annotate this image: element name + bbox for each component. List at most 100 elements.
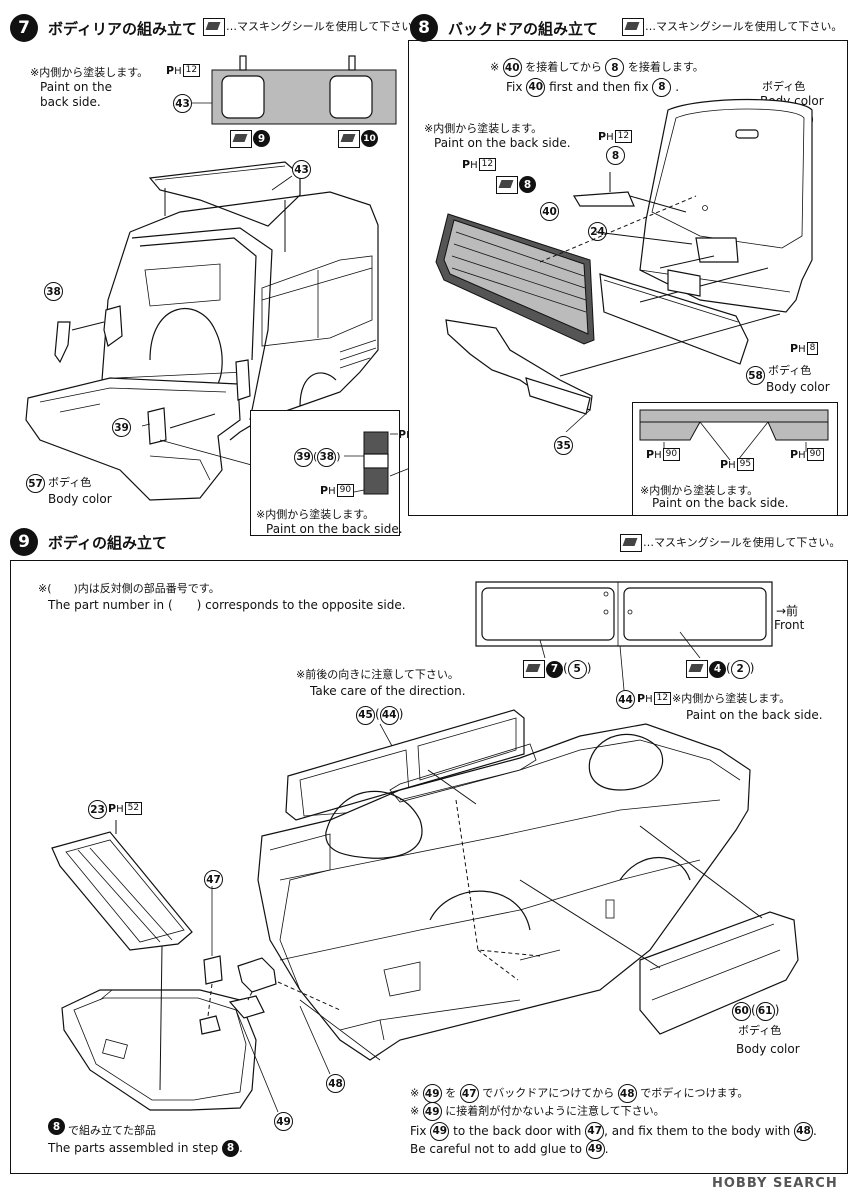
mask-sheet-8: 8 <box>519 176 536 193</box>
part-8-label: 8 <box>606 146 625 165</box>
mask-sheet-5: 5 <box>567 660 587 679</box>
part-24-label: 24 <box>588 222 607 241</box>
step8-note2-en: Paint on the back side. <box>434 136 571 150</box>
part-49-label: 49 <box>274 1112 293 1131</box>
step9-number: 9 <box>10 528 38 556</box>
part-60-label: 60 <box>732 1002 751 1021</box>
mask-sheet-7: 7 <box>546 661 563 678</box>
instr-en2-b: . <box>604 1142 609 1156</box>
step7-note-jp: ※内側から塗装します。 <box>30 66 149 79</box>
step7-bodycolor-jp: ボディ色 <box>48 476 92 489</box>
step7-note-en2: back side. <box>40 95 101 109</box>
part-45-label: 45 <box>356 706 375 725</box>
mask-4-2: 4(2) <box>709 660 754 679</box>
step7-title: ボディリアの組み立て <box>48 20 197 38</box>
step9-title: ボディの組み立て <box>48 534 167 552</box>
step9-mask-note: …マスキングシールを使用して下さい。 <box>643 536 841 549</box>
masking-icon <box>230 130 252 148</box>
step9-instr-en2: Be careful not to add glue to 49. <box>410 1140 609 1159</box>
step7-bodycolor-en: Body color <box>48 492 112 506</box>
masking-icon <box>203 18 225 36</box>
note1-en-a: The part number in ( <box>48 598 173 612</box>
step7-inset-note-en: Paint on the back side. <box>266 522 403 536</box>
masking-icon <box>496 176 518 194</box>
note-mid: を接着してから <box>525 60 602 74</box>
step9-bodycolor-jp: ボディ色 <box>738 1024 782 1037</box>
instr1-jp-d: でボディにつけます。 <box>640 1086 749 1100</box>
step9-front-en: Front <box>774 618 805 632</box>
note-en-pre: Fix <box>506 80 523 94</box>
mask-sheet-2: 2 <box>730 660 750 679</box>
step7-inset-note-jp: ※内側から塗装します。 <box>256 508 375 521</box>
step8-note1-jp: ※ 40 を接着してから 8 を接着します。 <box>490 58 704 77</box>
note-prefix: ※ <box>490 60 500 74</box>
step7-number: 7 <box>10 14 38 42</box>
step9-bodycolor-en: Body color <box>736 1042 800 1056</box>
instr-en2-a: Be careful not to add glue to <box>410 1142 582 1156</box>
instr-en1-d: . <box>813 1124 817 1138</box>
step9-assembled-en: The parts assembled in step 8. <box>48 1140 243 1157</box>
inset-part-39: 39 <box>294 448 313 467</box>
instr-part-49b: 49 <box>422 1102 442 1121</box>
step9-note1-jp: ※()内は反対側の部品番号です。 <box>38 582 220 596</box>
part-40-label: 40 <box>540 202 559 221</box>
instr2-jp-b: に接着剤が付かないように注意して下さい。 <box>445 1104 665 1118</box>
step9-assembled-jp: で組み立てた部品 <box>68 1124 156 1137</box>
step9-front-arrow: →前 <box>776 604 799 618</box>
instr1-jp-c: でバックドアにつけてから <box>482 1086 615 1100</box>
step8-ref: 8 <box>48 1118 65 1135</box>
masking-icon <box>620 534 642 552</box>
part-44-label: 44 <box>616 690 635 709</box>
step7-mask-note: …マスキングシールを使用して下さい。 <box>226 20 424 33</box>
step7-note-en1: Paint on the <box>40 80 112 94</box>
inset-part-38: 38 <box>317 448 337 467</box>
instr1-jp-b: を <box>445 1086 457 1100</box>
step8-title: バックドアの組み立て <box>448 20 599 38</box>
note-en-part-40: 40 <box>526 78 546 97</box>
mask-sheet-10: 10 <box>361 130 378 147</box>
instr-en1-c: , and fix them to the body with <box>604 1124 791 1138</box>
instr2-jp-a: ※ <box>410 1104 420 1118</box>
step8-note2-jp: ※内側から塗装します。 <box>424 122 543 135</box>
step8-bodycolor2-en: Body color <box>766 380 830 394</box>
step8-mask-note: …マスキングシールを使用して下さい。 <box>645 20 843 33</box>
step9-dir-en: Take care of the direction. <box>310 684 466 698</box>
note-en-post: . <box>675 80 680 94</box>
note1-jp-b: )内は反対側の部品番号です。 <box>73 582 220 595</box>
step8-bodycolor-jp: ボディ色 <box>762 80 806 93</box>
instr-en-part-49b: 49 <box>585 1140 605 1159</box>
instr1-jp-a: ※ <box>410 1086 420 1100</box>
step8-inset-note-jp: ※内側から塗装します。 <box>640 484 759 497</box>
part-57-label: 57 <box>26 474 45 493</box>
note-part-8: 8 <box>605 58 625 77</box>
masking-icon <box>338 130 360 148</box>
step9-paint-en: Paint on the back side. <box>686 708 823 722</box>
instr-part-49: 49 <box>422 1084 442 1103</box>
part-39-label: 39 <box>112 418 131 437</box>
hobbysearch-watermark: HOBBY SEARCH <box>712 1176 838 1191</box>
instr-en1-b: to the back door with <box>453 1124 582 1138</box>
instr-part-47: 47 <box>459 1084 479 1103</box>
masking-icon <box>686 660 708 678</box>
part-58-label: 58 <box>746 366 765 385</box>
part-44b-label: 44 <box>379 706 399 725</box>
note-part-40: 40 <box>502 58 522 77</box>
note-en-part-8: 8 <box>652 78 672 97</box>
step9-instr1-jp: ※ 49 を 47 でバックドアにつけてから 48 でボディにつけます。 <box>410 1084 748 1103</box>
part-60-61: 60(61) <box>732 1002 779 1021</box>
inset-39-38: 39(38) <box>294 448 341 467</box>
step9-note1-en: The part number in () corresponds to the… <box>48 598 406 613</box>
step8-bodycolor2-jp: ボディ色 <box>768 364 812 377</box>
